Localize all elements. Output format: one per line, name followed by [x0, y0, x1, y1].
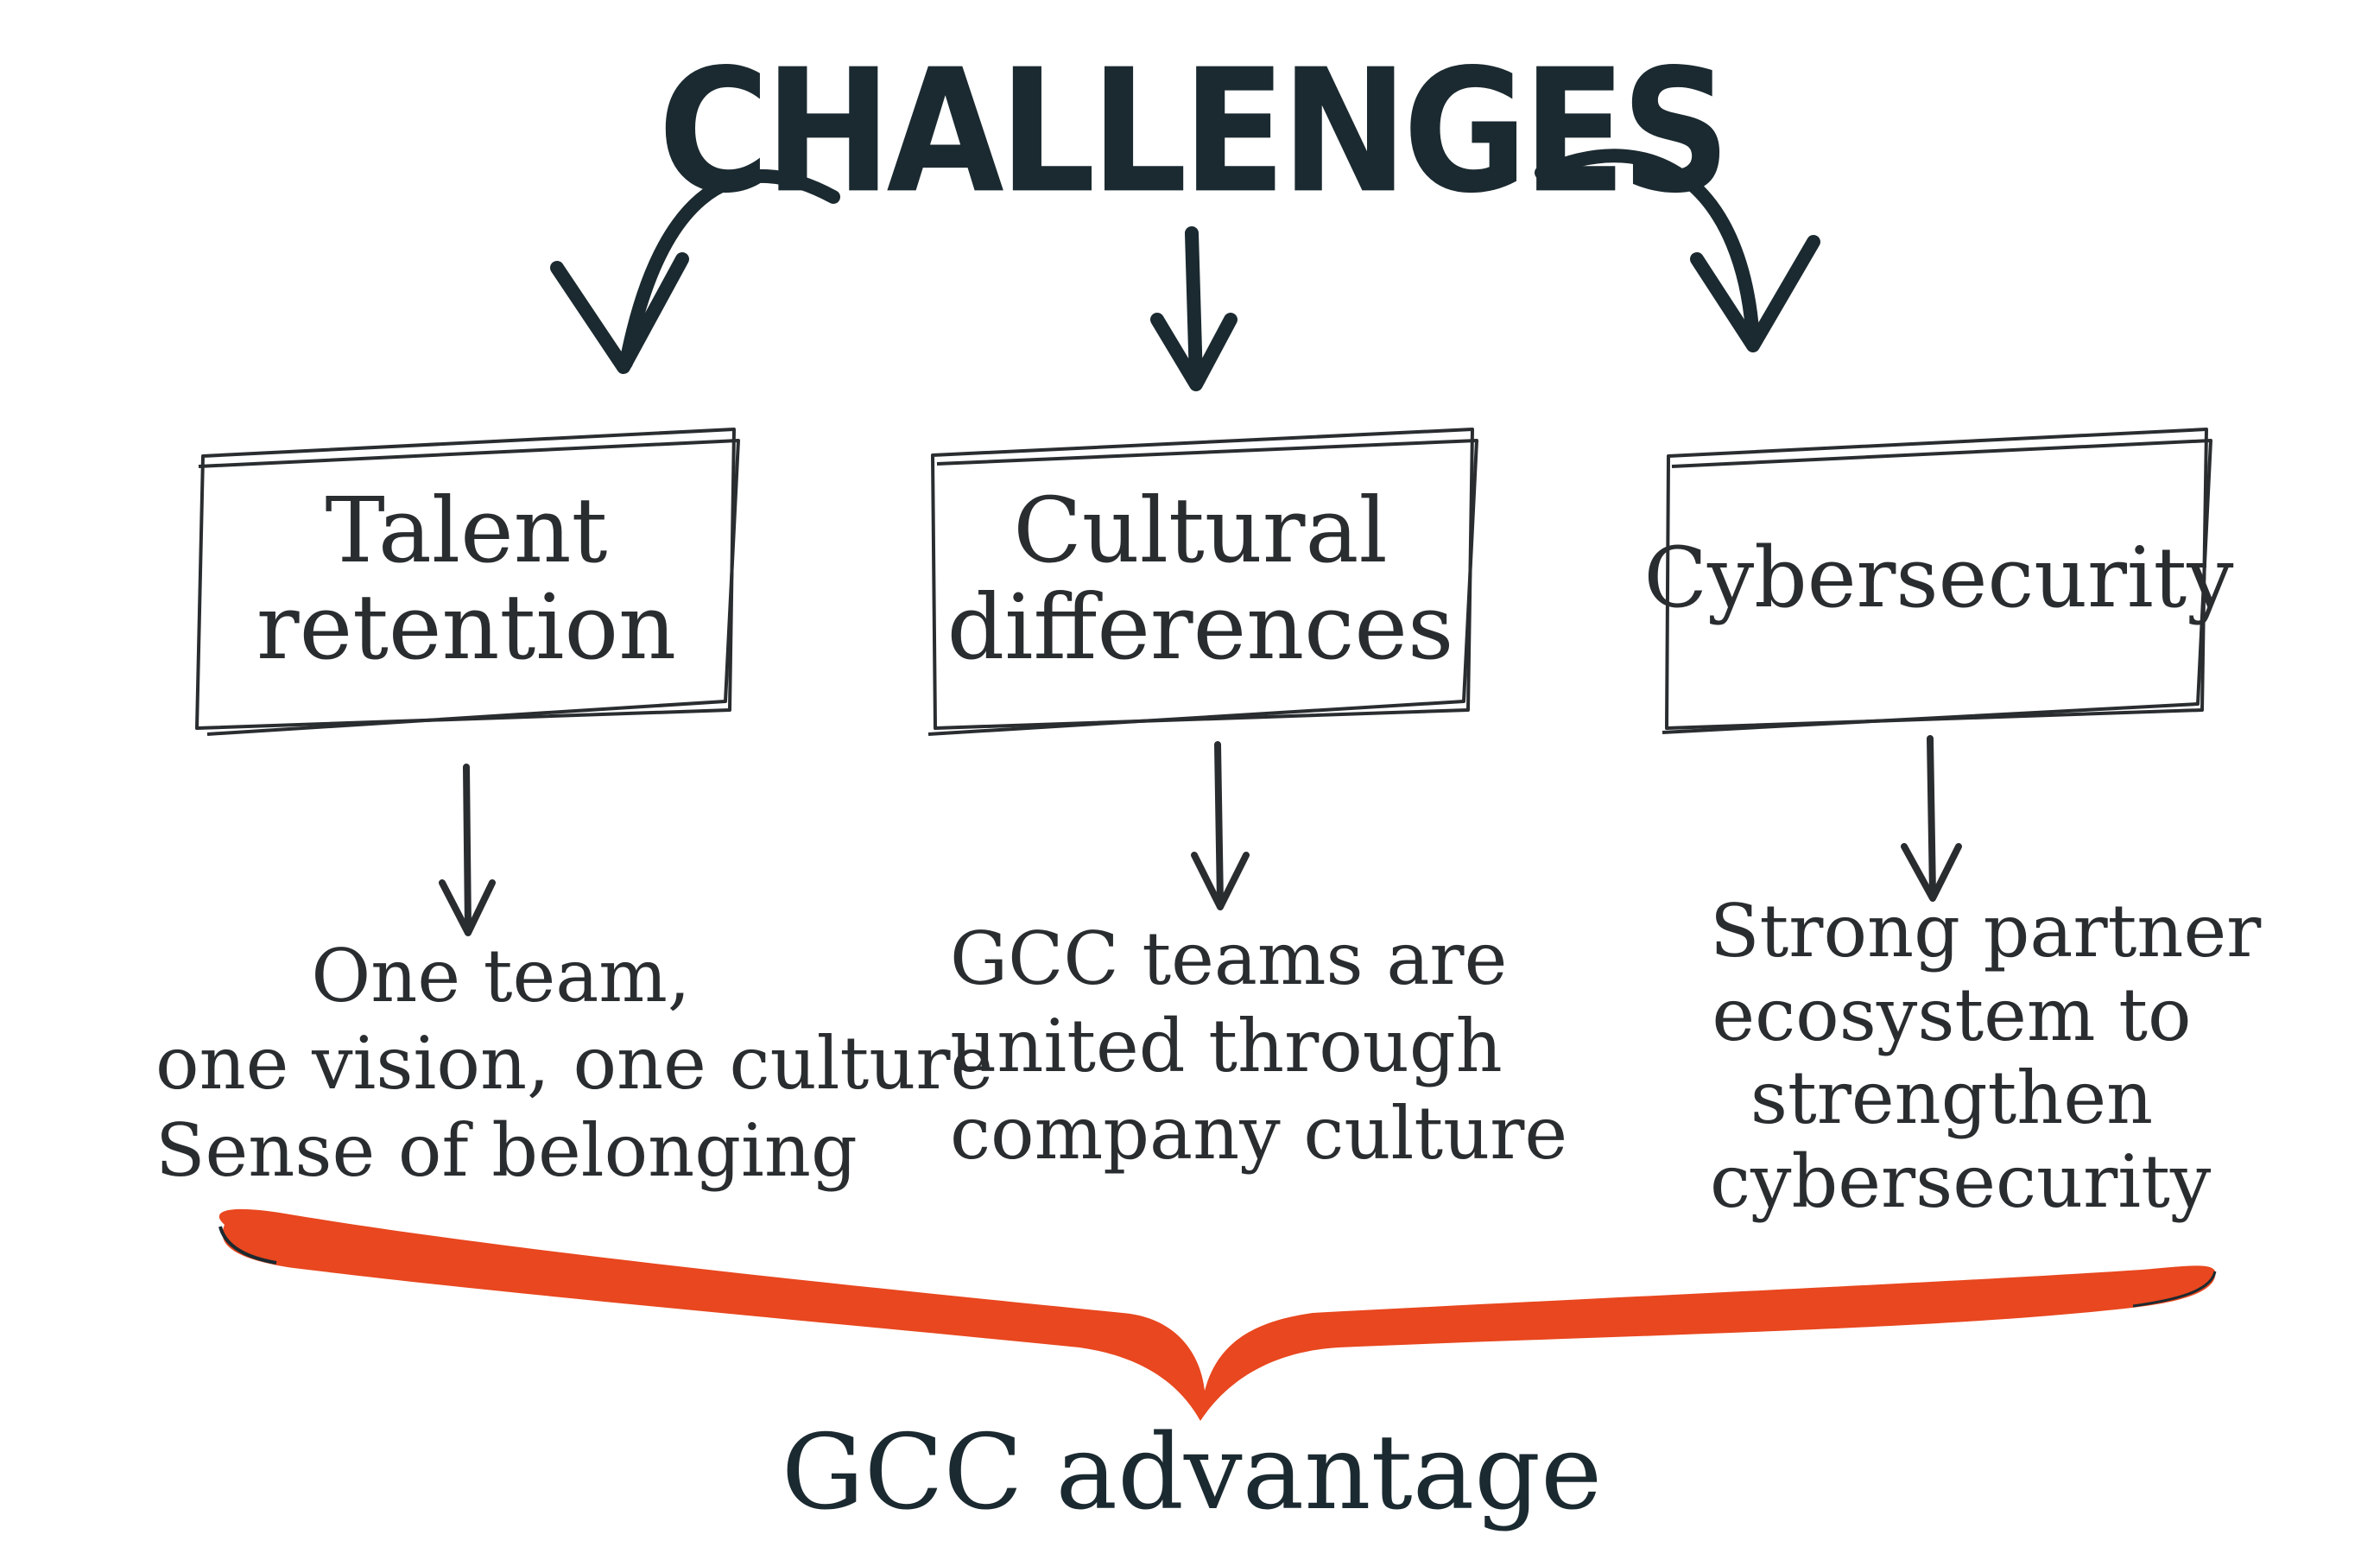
solution-line: ecosystem to: [1712, 972, 2192, 1057]
challenge-label-line: Talent: [325, 477, 608, 583]
box-cultural: [927, 428, 1478, 736]
footer-label: GCC advantage: [781, 1412, 1603, 1533]
challenge-label-cultural: Cultural differences: [946, 449, 1454, 708]
solution-cyber: Strong partner ecosystem to strengthen c…: [1710, 889, 2262, 1224]
orange-brace: [218, 1208, 2217, 1421]
arrow-to-talent-head: [550, 252, 689, 374]
page-title: CHALLENGES: [658, 32, 1731, 231]
solution-line: cybersecurity: [1710, 1138, 2212, 1224]
challenge-label-line: Cultural: [1013, 477, 1388, 583]
solution-line: Sense of belonging: [155, 1107, 858, 1193]
challenge-label-talent: Talent retention: [216, 449, 717, 708]
arrow-to-cultural: [1185, 226, 1203, 387]
solution-line: GCC teams are: [950, 916, 1508, 1001]
arrow-cultural-down-head: [1191, 852, 1250, 910]
solution-talent: One team, one vision, one culture Sense …: [155, 933, 994, 1194]
solution-line: one vision, one culture: [155, 1020, 994, 1106]
arrow-talent-down: [463, 764, 472, 932]
arrow-to-cyber-head: [1690, 235, 1820, 352]
arrow-cultural-down: [1214, 741, 1224, 906]
arrow-talent-down-head: [439, 879, 496, 936]
challenge-label-cyber: Cybersecurity: [1644, 449, 2234, 708]
challenge-label-line: retention: [256, 574, 677, 680]
solution-line: One team,: [311, 934, 691, 1018]
challenge-label-line: differences: [946, 574, 1454, 680]
arrow-cyber-down: [1927, 735, 1936, 897]
box-cyber: [1662, 428, 2212, 734]
challenge-label-line: Cybersecurity: [1643, 529, 2234, 627]
arrow-to-cyber: [1535, 149, 1760, 348]
arrow-to-talent: [619, 168, 840, 370]
box-talent: [195, 428, 740, 736]
solution-line: strengthen: [1750, 1056, 2154, 1141]
solution-line: united through: [950, 1003, 1503, 1088]
solution-line: Strong partner: [1710, 889, 2262, 973]
arrow-cyber-down-head: [1901, 843, 1962, 902]
solution-line: company culture: [950, 1090, 1568, 1176]
solution-cultural: GCC teams are united through company cul…: [950, 916, 1568, 1176]
arrow-to-cultural-head: [1150, 313, 1237, 391]
